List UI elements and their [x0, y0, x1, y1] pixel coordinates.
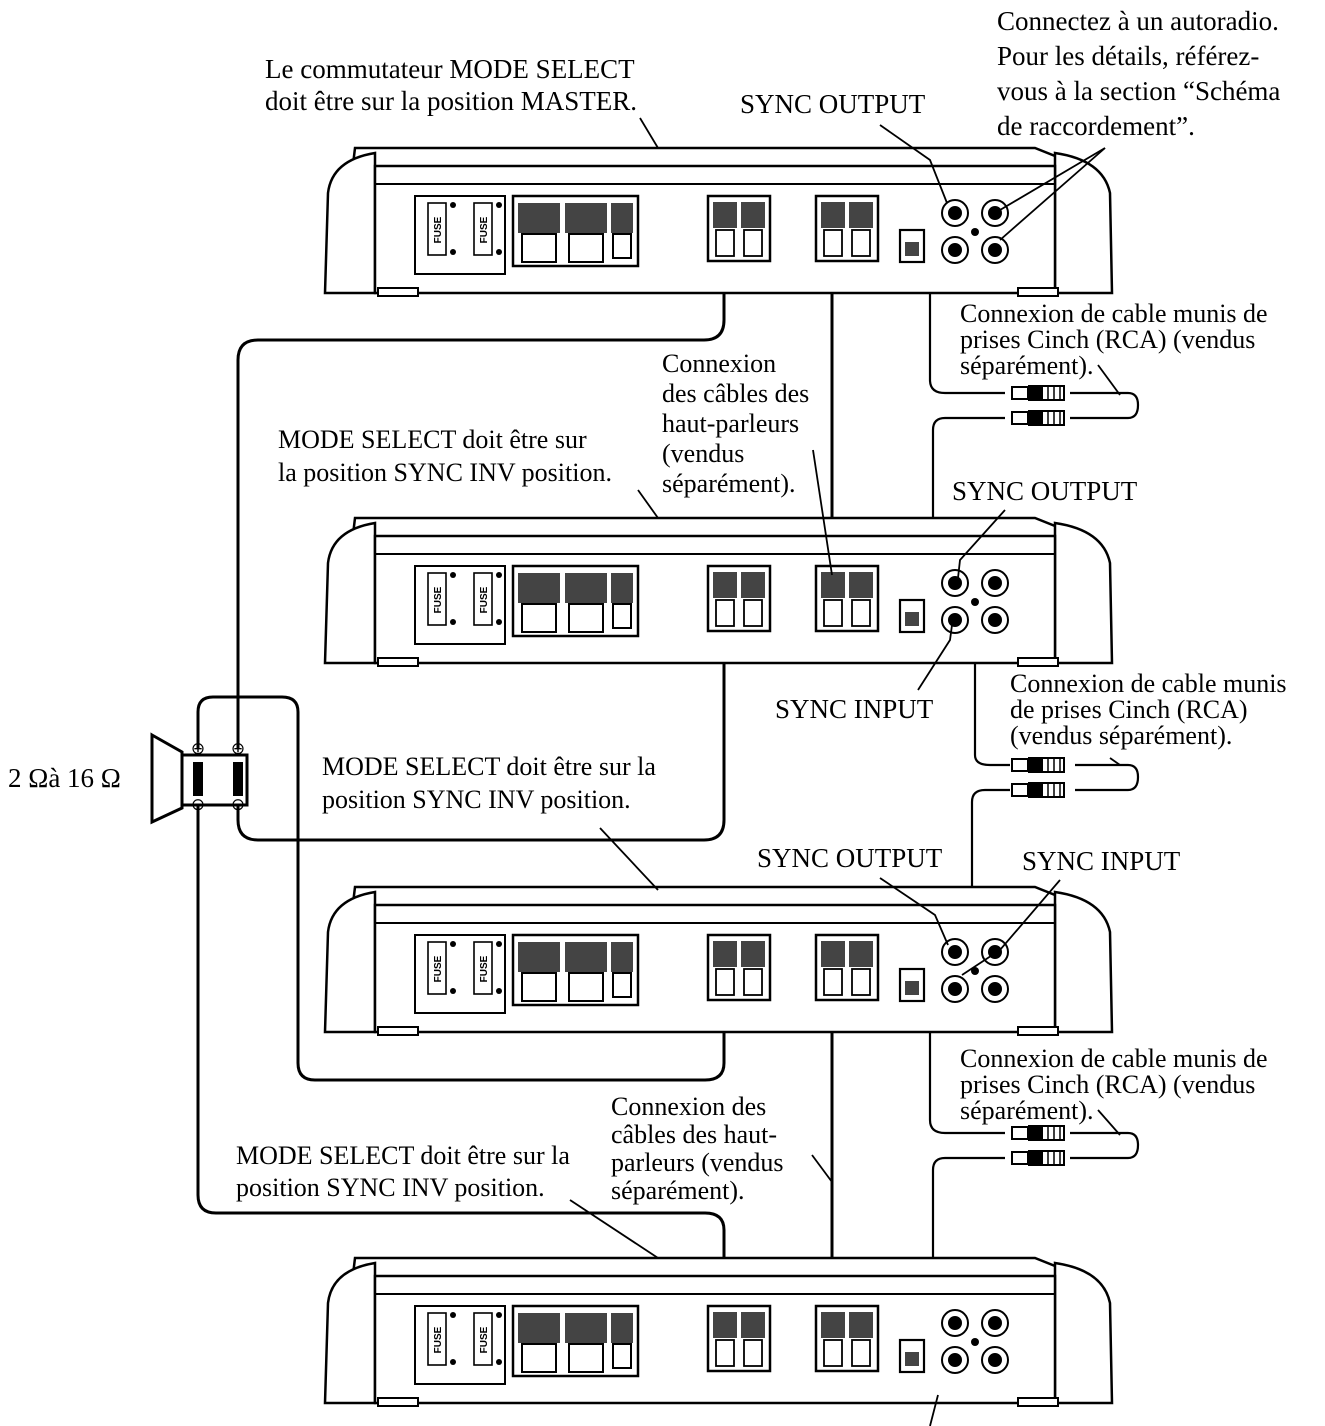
- fuse-label: FUSE: [433, 586, 444, 613]
- label-amp1-mode: Le commutateur MODE SELECT doit être sur…: [265, 54, 637, 116]
- rca-cable-3-line1: Connexion de cable munis de: [960, 1044, 1268, 1073]
- speaker-cable-2-line4: séparément).: [611, 1176, 745, 1205]
- amplifier-master: FUSE FUSE: [323, 146, 1114, 298]
- label-rca-cable-2: Connexion de cable munis de prises Cinch…: [1010, 669, 1287, 750]
- label-amp4-mode: MODE SELECT doit être sur la position SY…: [236, 1141, 570, 1202]
- speaker-plus-terminal: ⊕: [231, 739, 245, 759]
- speaker-cable-1-line4: (vendus: [662, 439, 744, 468]
- label-impedance: 2 Ωà 16 Ω: [8, 763, 121, 793]
- fuse-label: FUSE: [433, 216, 444, 243]
- fuse-label: FUSE: [479, 955, 490, 982]
- rca-cable-1-line3: séparément).: [960, 351, 1094, 380]
- amp4-mode-line2: position SYNC INV position.: [236, 1173, 545, 1202]
- speaker-cable-2-line3: parleurs (vendus: [611, 1148, 784, 1177]
- speaker-cable-1-line5: séparément).: [662, 469, 796, 498]
- fuse-label: FUSE: [433, 955, 444, 982]
- leader-lines: [569, 117, 1121, 1426]
- speaker-cable-2-line2: câbles des haut-: [611, 1120, 777, 1149]
- speaker-minus-terminal: ⊖: [191, 795, 205, 815]
- fuse-label: FUSE: [479, 586, 490, 613]
- amp1-mode-line2: doit être sur la position MASTER.: [265, 86, 637, 116]
- speaker-cable-1-line1: Connexion: [662, 349, 776, 378]
- label-rca-cable-1: Connexion de cable munis de prises Cinch…: [960, 299, 1268, 380]
- label-amp3-sync-output: SYNC OUTPUT: [757, 843, 943, 873]
- label-amp3-sync-input: SYNC INPUT: [1022, 846, 1181, 876]
- amp2-mode-line2: la position SYNC INV position.: [278, 458, 612, 487]
- fuse-label: FUSE: [479, 216, 490, 243]
- fuse-label: FUSE: [433, 1326, 444, 1353]
- label-rca-cable-3: Connexion de cable munis de prises Cinch…: [960, 1044, 1268, 1125]
- speaker: ⊕ ⊕ ⊖ ⊖: [150, 732, 249, 825]
- speaker-cable-1-line3: haut-parleurs: [662, 409, 799, 438]
- label-amp2-sync-input: SYNC INPUT: [775, 694, 934, 724]
- label-head-unit: Connectez à un autoradio. Pour les détai…: [997, 6, 1280, 141]
- amp4-mode-line1: MODE SELECT doit être sur la: [236, 1141, 570, 1170]
- label-amp1-sync-output: SYNC OUTPUT: [740, 89, 926, 119]
- label-speaker-cable-2: Connexion des câbles des haut- parleurs …: [611, 1092, 784, 1205]
- amplifier-slave-2: FUSE FUSE: [323, 885, 1114, 1037]
- speaker-plus-terminal: ⊕: [191, 739, 205, 759]
- rca-cable-3-line2: prises Cinch (RCA) (vendus: [960, 1070, 1255, 1099]
- head-unit-line2: Pour les détails, référez-: [997, 41, 1259, 71]
- speaker-minus-terminal: ⊖: [231, 795, 245, 815]
- amplifier-slave-1: FUSE FUSE: [323, 516, 1114, 668]
- label-speaker-cable-1: Connexion des câbles des haut-parleurs (…: [662, 349, 809, 498]
- fuse-label: FUSE: [479, 1326, 490, 1353]
- rca-cable-3-line3: séparément).: [960, 1096, 1094, 1125]
- speaker-wires: [196, 262, 834, 1340]
- rca-cable-2-line3: (vendus séparément).: [1010, 721, 1232, 750]
- head-unit-line1: Connectez à un autoradio.: [997, 6, 1279, 36]
- label-amp3-mode: MODE SELECT doit être sur la position SY…: [322, 752, 656, 814]
- rca-cable-2-line1: Connexion de cable munis: [1010, 669, 1287, 698]
- amp1-mode-line1: Le commutateur MODE SELECT: [265, 54, 635, 84]
- speaker-cable-1-line2: des câbles des: [662, 379, 809, 408]
- speaker-cable-2-line1: Connexion des: [611, 1092, 766, 1121]
- head-unit-line4: de raccordement”.: [997, 111, 1195, 141]
- label-amp2-sync-output: SYNC OUTPUT: [952, 476, 1138, 506]
- amp3-mode-line2: position SYNC INV position.: [322, 785, 631, 814]
- amp3-mode-line1: MODE SELECT doit être sur la: [322, 752, 656, 781]
- rca-cable-1-line1: Connexion de cable munis de: [960, 299, 1268, 328]
- head-unit-line3: vous à la section “Schéma: [997, 76, 1280, 106]
- amp2-mode-line1: MODE SELECT doit être sur: [278, 425, 587, 454]
- rca-cable-2-line2: de prises Cinch (RCA): [1010, 695, 1248, 724]
- label-amp2-mode: MODE SELECT doit être sur la position SY…: [278, 425, 612, 487]
- rca-cable-1-line2: prises Cinch (RCA) (vendus: [960, 325, 1255, 354]
- amplifier-slave-3: FUSE FUSE: [323, 1256, 1114, 1408]
